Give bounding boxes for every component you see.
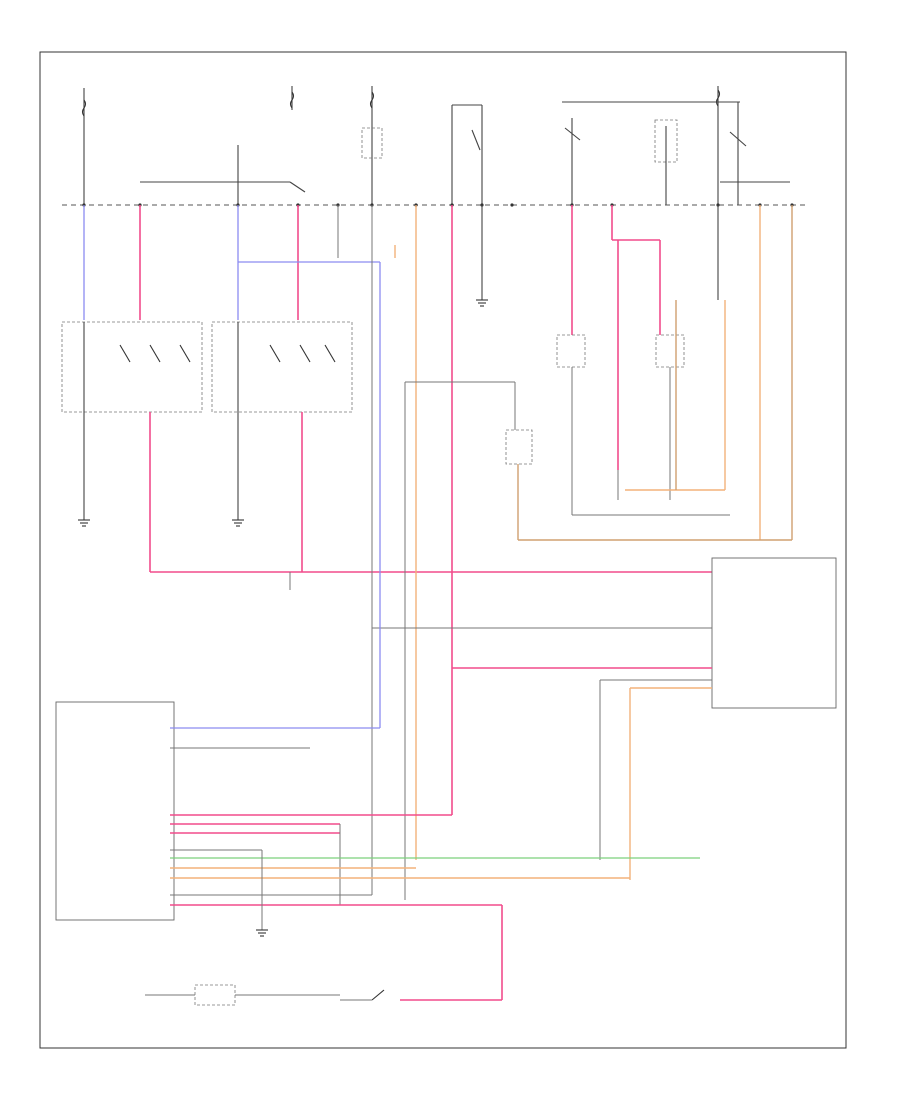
top-bus-switch bbox=[289, 181, 306, 193]
bottom-components bbox=[145, 929, 385, 1006]
right-actuators bbox=[505, 205, 793, 541]
right-control-module bbox=[372, 557, 837, 880]
diagram-frame bbox=[39, 51, 847, 1049]
left-wires bbox=[83, 205, 380, 320]
supply-lines bbox=[83, 86, 719, 205]
center-wires bbox=[371, 205, 516, 900]
center-ground bbox=[476, 299, 488, 307]
left-bottom-module bbox=[55, 262, 700, 1001]
left-grounds bbox=[78, 519, 244, 527]
top-relays bbox=[361, 101, 747, 205]
left-switch-modules bbox=[61, 321, 353, 572]
fuse-symbols bbox=[81, 89, 721, 117]
